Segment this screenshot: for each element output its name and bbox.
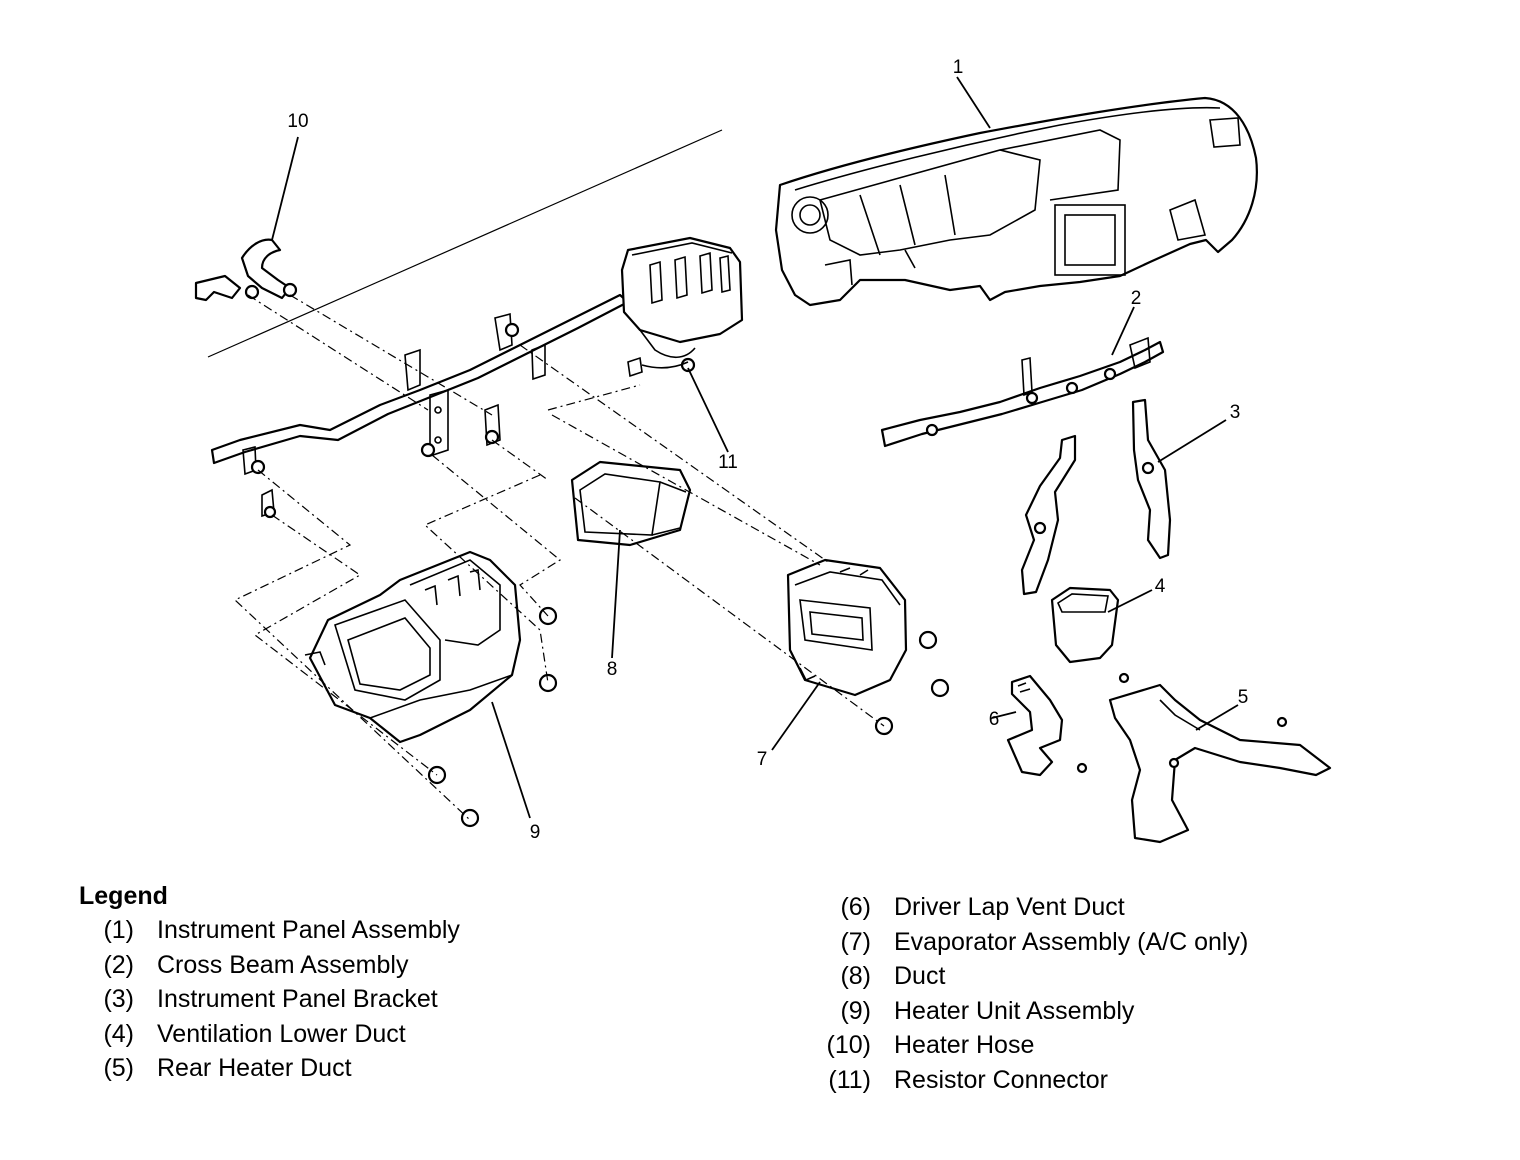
- legend-item-label: Instrument Panel Bracket: [157, 985, 438, 1013]
- heater-hose: [194, 238, 298, 302]
- legend-item-number: (1): [103, 916, 134, 944]
- callout-9: 9: [530, 822, 541, 843]
- callout-11: 11: [718, 452, 738, 473]
- legend-item-label: Driver Lap Vent Duct: [894, 893, 1125, 921]
- heater-unit-assembly: [304, 550, 558, 828]
- ventilation-lower-duct: [1050, 586, 1130, 684]
- legend-item-label: Evaporator Assembly (A/C only): [894, 927, 1249, 956]
- callout-2: 2: [1131, 288, 1142, 309]
- callout-leader-lines: [271, 76, 1239, 819]
- legend-item-number: (8): [840, 962, 871, 990]
- legend-item-label: Ventilation Lower Duct: [157, 1019, 406, 1048]
- assembly-alignment-lines: [233, 294, 885, 821]
- legend-item-number: (9): [840, 996, 871, 1025]
- callout-3: 3: [1230, 402, 1241, 423]
- callout-6: 6: [989, 709, 1000, 730]
- legend-item-number: (5): [103, 1054, 134, 1082]
- callout-5: 5: [1238, 687, 1249, 708]
- legend-item-number: (11): [828, 1065, 871, 1094]
- legend-item-label: Instrument Panel Assembly: [157, 916, 460, 944]
- legend-item-number: (6): [840, 893, 871, 921]
- instrument-panel-brackets: [1020, 398, 1172, 596]
- driver-lap-vent-duct: [1006, 674, 1064, 777]
- legend-item-number: (3): [103, 985, 134, 1013]
- legend-item-label: Heater Unit Assembly: [894, 996, 1135, 1025]
- instrument-panel-assembly: [774, 96, 1258, 307]
- callout-4: 4: [1155, 576, 1166, 597]
- legend-item-number: (10): [826, 1031, 871, 1059]
- legend-item-label: Cross Beam Assembly: [157, 950, 409, 979]
- callout-8: 8: [607, 659, 618, 680]
- callout-labels: 1 2 3 4 5 6 7 8 9 10 11: [287, 57, 1248, 843]
- legend-item-number: (7): [840, 927, 871, 956]
- cross-beam-assembly: [880, 336, 1165, 448]
- legend: Legend (1) Instrument Panel Assembly (2)…: [0, 880, 1520, 1160]
- blower-unit-with-resistor: [620, 236, 744, 378]
- perspective-line: [207, 129, 723, 358]
- duct: [570, 460, 692, 547]
- cross-beam-installed: [210, 293, 630, 519]
- exploded-parts-diagram: 1 2 3 4 5 6 7 8 9 10 11: [194, 57, 1332, 844]
- legend-title: Legend: [79, 882, 168, 910]
- legend-item-label: Rear Heater Duct: [157, 1054, 352, 1082]
- legend-item-label: Duct: [894, 962, 946, 990]
- callout-7: 7: [757, 749, 768, 770]
- legend-item-label: Heater Hose: [894, 1031, 1035, 1059]
- rear-heater-duct: [1076, 683, 1332, 844]
- legend-item-number: (4): [103, 1019, 134, 1048]
- callout-1: 1: [953, 57, 964, 78]
- evaporator-assembly: [786, 558, 950, 736]
- legend-item-number: (2): [103, 950, 134, 979]
- legend-item-label: Resistor Connector: [894, 1065, 1108, 1094]
- callout-10: 10: [287, 111, 308, 132]
